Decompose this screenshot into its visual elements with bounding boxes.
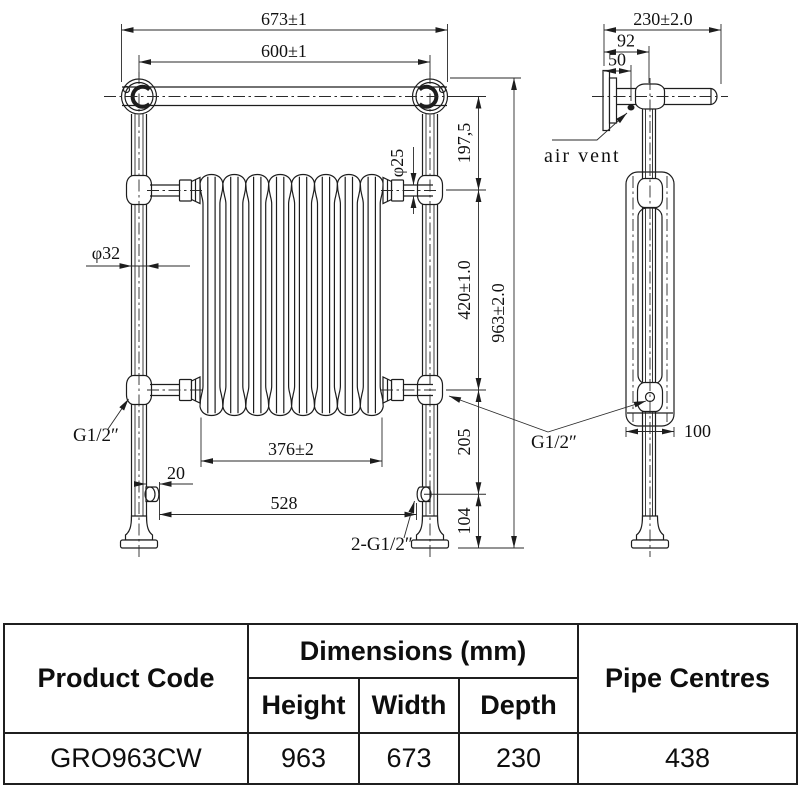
dim-outlet-offset: 20 xyxy=(167,463,185,483)
cell-pipe-centres: 438 xyxy=(577,732,798,785)
dim-stub-diameter: φ25 xyxy=(387,149,407,177)
dim-core-width: 376±2 xyxy=(268,439,314,459)
dim-overall-depth: 230±2.0 xyxy=(633,9,692,29)
cell-width: 673 xyxy=(358,732,460,785)
dim-outlet-to-floor: 104 xyxy=(454,508,474,535)
col-header-pipe-centres: Pipe Centres xyxy=(577,623,798,734)
front-dimensions: 673±1 600±1 197,5 420±1.0 205 104 963±2.… xyxy=(73,9,647,555)
side-wall-flange xyxy=(602,69,618,132)
dim-rail-to-upper-tapping: 197,5 xyxy=(454,123,474,164)
dim-overall-width: 673±1 xyxy=(261,9,307,29)
dim-tapping-span: 420±1.0 xyxy=(454,260,474,319)
col-header-width: Width xyxy=(358,677,460,734)
cell-depth: 230 xyxy=(458,732,579,785)
side-view xyxy=(592,69,728,557)
dim-core-depth: 100 xyxy=(684,421,711,441)
spec-table: Product Code Dimensions (mm) Pipe Centre… xyxy=(3,623,798,785)
front-view xyxy=(104,72,463,557)
dim-wall-to-pipe-centre: 92 xyxy=(617,31,635,51)
col-header-height: Height xyxy=(247,677,360,734)
dim-pipe-diameter: φ32 xyxy=(92,243,120,263)
dim-rail-centres: 600±1 xyxy=(261,41,307,61)
label-air-vent: air vent xyxy=(544,145,621,167)
dim-wall-to-air-vent: 50 xyxy=(608,50,626,70)
label-left-tapping: G1/2″ xyxy=(73,425,119,446)
label-bottom-outlets: 2-G1/2″ xyxy=(351,534,413,555)
dim-lower-tapping-to-outlet: 205 xyxy=(454,429,474,456)
col-header-product-code: Product Code xyxy=(3,623,249,734)
table-row: GRO963CW 963 673 230 438 xyxy=(3,732,798,785)
outlet-tap-left xyxy=(144,486,160,503)
dim-overall-height: 963±2.0 xyxy=(488,283,508,342)
col-header-depth: Depth xyxy=(458,677,579,734)
cell-product-code: GRO963CW xyxy=(3,732,249,785)
technical-drawing: 673±1 600±1 197,5 420±1.0 205 104 963±2.… xyxy=(73,9,728,557)
col-header-dimensions: Dimensions (mm) xyxy=(247,623,579,679)
side-dimensions: 230±2.0 92 50 100 air vent xyxy=(544,9,722,441)
cell-height: 963 xyxy=(247,732,360,785)
stub-lower-left xyxy=(146,376,205,404)
radiator-core xyxy=(199,173,384,417)
label-right-tapping: G1/2″ xyxy=(531,432,577,453)
air-vent-valve xyxy=(627,104,635,111)
dim-outlet-centres: 528 xyxy=(271,493,298,513)
stub-upper-left xyxy=(146,176,205,205)
